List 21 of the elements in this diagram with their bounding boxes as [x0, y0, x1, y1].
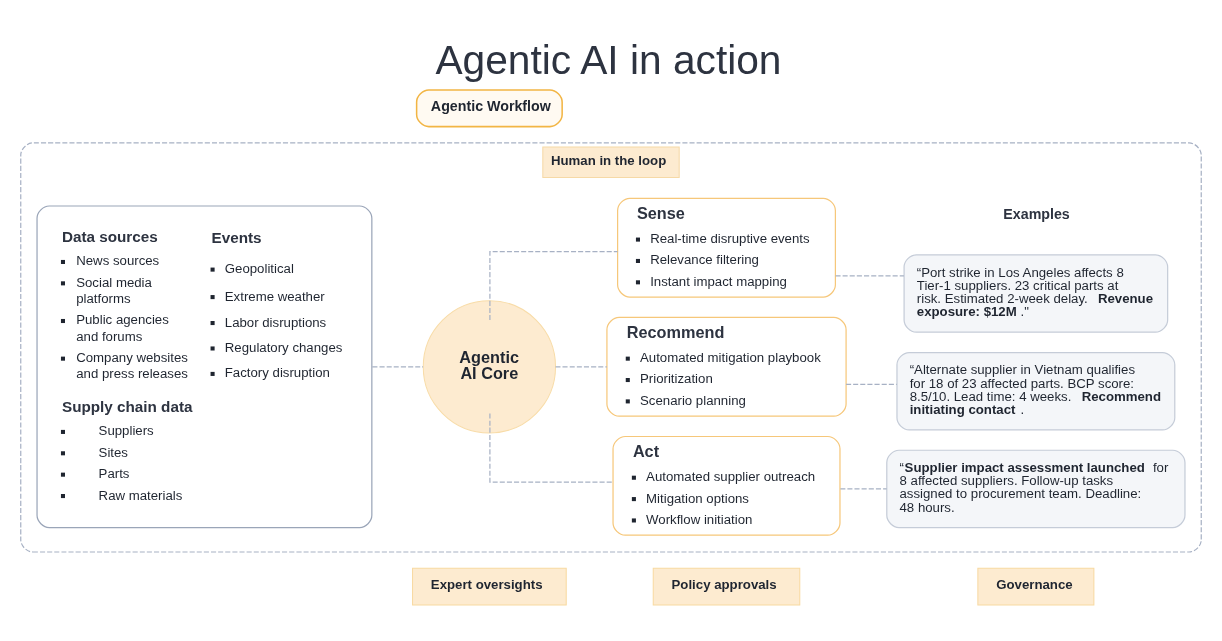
- node-box: Sense Real-time disruptive events Relevance filtering Instant impact mapping: [617, 197, 836, 298]
- node-box: “Port strike in Los Angeles affects 8 Tier-1 suppliers. 23 critical parts at risk. Estimated 2-week delay. Revenue exposure: $12M.": [903, 253, 1169, 333]
- connector: [489, 412, 614, 483]
- node-box: Expert oversights: [412, 567, 567, 605]
- node-box: Policy approvals: [652, 567, 801, 605]
- connector: [371, 365, 424, 367]
- node-box: Recommend Automated mitigation playbook Prioritization Scenario planning: [606, 316, 847, 417]
- node-box: Agentic Workflow: [415, 88, 563, 127]
- connector: [839, 487, 888, 490]
- node-box: “Alternate supplier in Vietnam qualifies for 18 of 23 affected parts. BCP score: 8.5/10. Lead time: 4 weeks. Recommend initiating contact.: [896, 351, 1176, 430]
- connector: [554, 365, 608, 367]
- node-box: “Supplier impact assessment launched for 8 affected suppliers. Follow-up tasks assigned to procurement team. Deadline: 48 hours.: [886, 449, 1186, 528]
- label: Examples: [1003, 205, 1070, 222]
- connector: [845, 383, 898, 385]
- node-box: Governance: [977, 567, 1095, 605]
- node-circle: Agentic AI Core: [422, 299, 557, 433]
- node-box: Act Automated supplier outreach Mitigation options Workflow initiation: [612, 435, 841, 536]
- diagram-title: Agentic AI in action: [435, 36, 782, 83]
- node-box: Data sources News sources Social media platforms Public agencies and forums Company websites and press releases Events Geopolitical Extreme weather Labor disruptions Regulatory changes Factory disruption Supply chain data Suppliers Sites Parts Raw materials: [36, 204, 373, 528]
- connector: [834, 274, 905, 277]
- connector: [489, 250, 619, 321]
